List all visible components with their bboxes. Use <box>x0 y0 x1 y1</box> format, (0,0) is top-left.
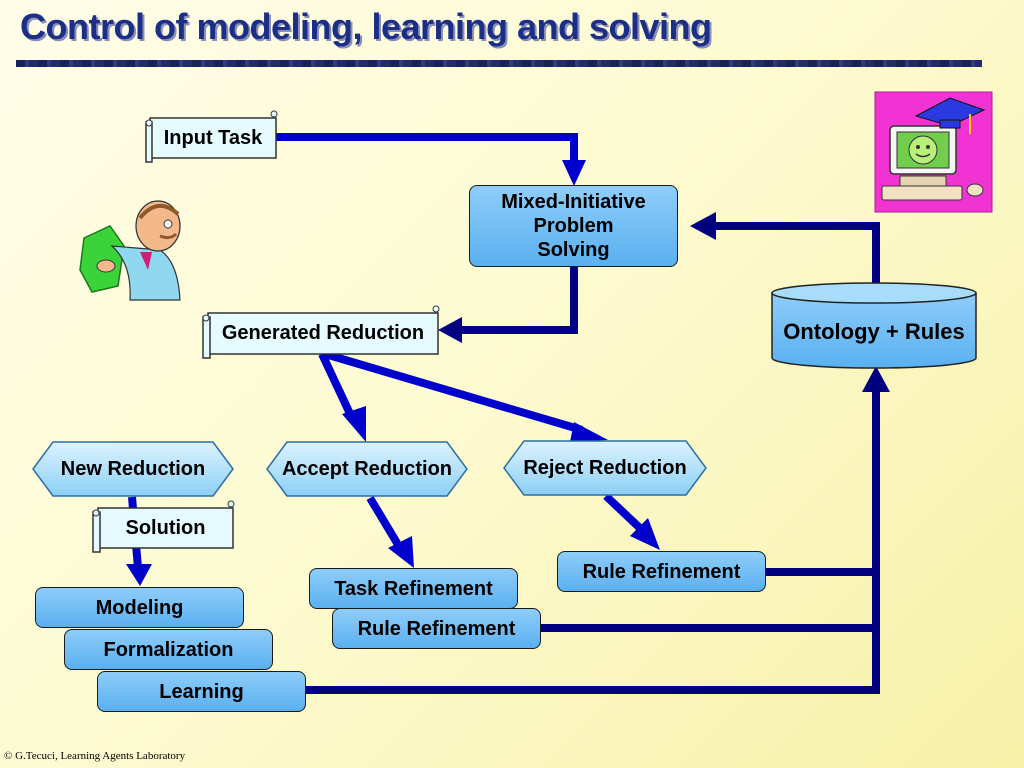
rule-refinement-box-1[interactable]: Rule Refinement <box>557 551 766 592</box>
modeling-box[interactable]: Modeling <box>35 587 244 628</box>
arrowhead-generated <box>438 317 462 343</box>
accept-reduction-label[interactable]: Accept Reduction <box>281 457 453 480</box>
generated-reduction-scroll[interactable] <box>202 305 440 359</box>
computer-graduate-icon <box>874 91 993 213</box>
slide-title: Control of modeling, learning and solvin… <box>20 6 712 47</box>
solution-label[interactable]: Solution <box>125 516 206 539</box>
ontology-to-mixed-line <box>716 222 880 284</box>
title-divider <box>16 60 982 67</box>
navy-arrowheads <box>438 212 890 392</box>
generated-to-accept-arrow <box>318 352 356 420</box>
reject-to-rule-arrow <box>603 493 645 533</box>
teacher-clipart-icon <box>79 200 181 301</box>
input-task-label[interactable]: Input Task <box>163 126 263 149</box>
solution-scroll[interactable] <box>92 500 235 553</box>
learning-box[interactable]: Learning <box>97 671 306 712</box>
arrowhead-mixed <box>690 212 716 240</box>
input-to-mixed-arrow <box>276 133 578 162</box>
blue-arrows <box>128 133 645 569</box>
database-cylinder-icon[interactable] <box>771 282 977 369</box>
generated-to-reject-arrow <box>323 350 584 434</box>
new-reduction-hexagon[interactable] <box>32 441 234 497</box>
task-refinement-box[interactable]: Task Refinement <box>309 568 518 609</box>
learning-to-ontology-line <box>306 392 880 694</box>
blue-arrowheads <box>126 160 660 586</box>
accept-reduction-hexagon[interactable] <box>266 441 468 497</box>
new-reduction-label[interactable]: New Reduction <box>60 457 206 480</box>
formalization-box[interactable]: Formalization <box>64 629 273 670</box>
connector-lines <box>306 222 880 694</box>
copyright-footer: © G.Tecuci, Learning Agents Laboratory <box>4 750 186 762</box>
reject-reduction-label[interactable]: Reject Reduction <box>523 456 687 479</box>
accept-to-task-arrow <box>366 495 404 551</box>
mixed-to-generated-line <box>460 266 578 334</box>
mixed-initiative-box[interactable]: Mixed-Initiative Problem Solving <box>469 185 678 267</box>
input-task-scroll[interactable] <box>145 110 278 163</box>
rule-refinement-box-2[interactable]: Rule Refinement <box>332 608 541 649</box>
reject-reduction-hexagon[interactable] <box>503 440 707 496</box>
ontology-rules-label[interactable]: Ontology + Rules <box>783 319 965 344</box>
generated-reduction-label[interactable]: Generated Reduction <box>221 322 425 344</box>
arrowhead-ontology <box>862 366 890 392</box>
